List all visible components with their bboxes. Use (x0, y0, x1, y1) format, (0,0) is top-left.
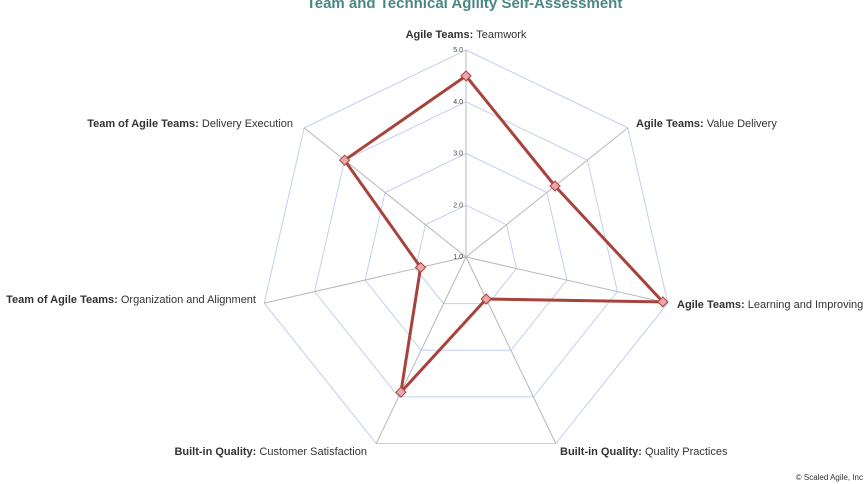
chart-title: Team and Technical Agility Self-Assessme… (306, 0, 623, 12)
radar-tick-labels: 1.0 2.0 3.0 4.0 5.0 (453, 47, 463, 261)
radar-spokes (264, 50, 668, 444)
grid-ring (314, 101, 618, 398)
axis-label: Built-in Quality: Quality Practices (560, 446, 728, 458)
axis-label: Team of Agile Teams: Organization and Al… (6, 294, 256, 306)
axis-label: Agile Teams: Learning and Improving (677, 299, 863, 311)
axis-label: Agile Teams: Teamwork (406, 29, 527, 41)
axis-spoke (465, 127, 629, 258)
radar-grid (263, 49, 669, 444)
grid-ring (364, 152, 568, 351)
axis-spoke (264, 256, 467, 304)
axis-spoke (303, 127, 467, 258)
tick-label: 2.0 (453, 202, 463, 209)
series-line (343, 74, 665, 394)
data-point-marker (657, 296, 669, 308)
copyright-text: © Scaled Agile, Inc (795, 473, 863, 482)
data-point-marker (549, 180, 561, 192)
axis-spoke (465, 256, 557, 444)
radar-series (338, 70, 669, 398)
grid-ring (263, 49, 669, 444)
axis-spoke (375, 256, 467, 444)
axis-label: Team of Agile Teams: Delivery Execution (87, 118, 293, 130)
tick-label: 1.0 (453, 254, 463, 261)
axis-label: Agile Teams: Value Delivery (636, 118, 777, 130)
data-point-marker (395, 386, 407, 398)
data-point-marker (338, 154, 351, 166)
axis-label: Built-in Quality: Customer Satisfaction (174, 446, 367, 458)
data-point-marker (460, 70, 472, 82)
data-point-marker (480, 293, 492, 305)
grid-ring (414, 204, 518, 305)
tick-label: 5.0 (453, 47, 463, 54)
data-point-marker (414, 261, 427, 274)
tick-label: 4.0 (453, 99, 463, 106)
tick-label: 3.0 (453, 151, 463, 158)
axis-spoke (465, 256, 668, 304)
